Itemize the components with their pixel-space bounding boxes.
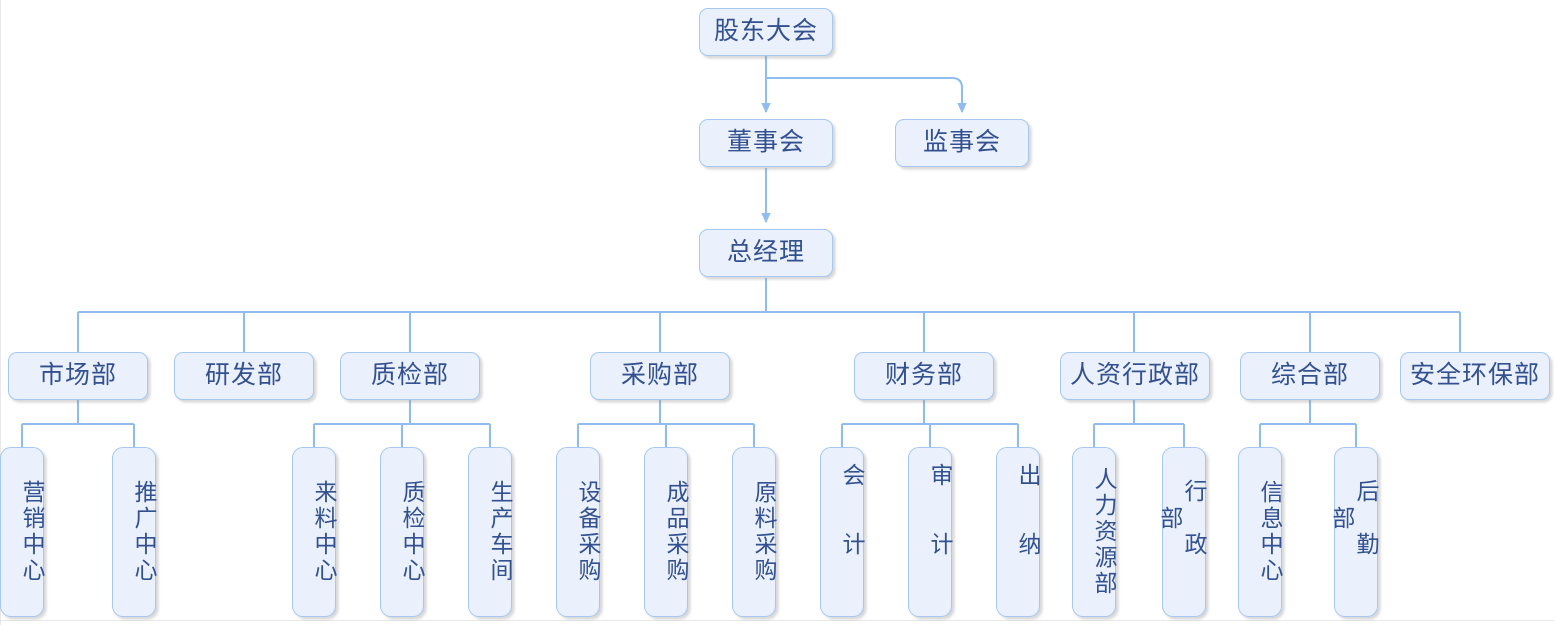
node-label: 质检部 [370,361,449,389]
node-dept-quality-control[interactable]: 质检部 [340,352,480,400]
node-label: 营销中心 [19,480,44,584]
page-border-left [0,0,1,625]
node-leaf-promotion-center[interactable]: 推广中心 [112,447,156,617]
node-leaf-quality-inspection-center[interactable]: 质检中心 [380,447,424,617]
node-dept-safety-environmental[interactable]: 安全环保部 [1400,352,1550,400]
node-leaf-production-workshop[interactable]: 生产车间 [468,447,512,617]
node-dept-market[interactable]: 市场部 [8,352,148,400]
node-label: 会计 [839,463,864,601]
node-leaf-accounting[interactable]: 会计 [820,447,864,617]
node-label: 监事会 [922,128,1001,156]
node-label: 财务部 [884,361,963,389]
node-label: 审计 [927,463,952,601]
node-leaf-incoming-material-center[interactable]: 来料中心 [292,447,336,617]
node-label: 来料中心 [311,480,336,584]
node-dept-purchasing[interactable]: 采购部 [590,352,730,400]
node-label: 人力资源部 [1091,467,1116,597]
node-board-of-directors[interactable]: 董事会 [699,119,833,167]
node-leaf-information-center[interactable]: 信息中心 [1238,447,1282,617]
node-general-manager[interactable]: 总经理 [699,229,833,277]
node-label: 市场部 [38,361,117,389]
node-label: 出纳 [1015,463,1040,601]
node-label: 质检中心 [399,480,424,584]
node-label: 安全环保部 [1409,361,1540,389]
node-label: 采购部 [620,361,699,389]
node-label: 股东大会 [713,17,818,45]
node-label: 原料采购 [751,480,776,584]
node-leaf-marketing-center[interactable]: 营销中心 [0,447,44,617]
node-leaf-equipment-purchasing[interactable]: 设备采购 [556,447,600,617]
node-label: 总经理 [726,238,805,266]
node-label: 行政部 [1156,479,1206,585]
page-border-bottom [0,620,1554,621]
node-label: 研发部 [204,361,283,389]
node-label: 信息中心 [1257,480,1282,584]
node-leaf-cashier[interactable]: 出纳 [996,447,1040,617]
node-leaf-human-resources-dept[interactable]: 人力资源部 [1072,447,1116,617]
node-dept-finance[interactable]: 财务部 [854,352,994,400]
node-label: 董事会 [726,128,805,156]
node-leaf-audit[interactable]: 审计 [908,447,952,617]
node-label: 人资行政部 [1069,361,1200,389]
node-leaf-raw-material-purchasing[interactable]: 原料采购 [732,447,776,617]
node-label: 推广中心 [131,480,156,584]
node-label: 生产车间 [487,480,512,584]
node-label: 后勤部 [1328,479,1378,585]
node-dept-general-affairs[interactable]: 综合部 [1240,352,1380,400]
node-leaf-logistics-dept[interactable]: 后勤部 [1329,447,1378,617]
node-shareholders-meeting[interactable]: 股东大会 [699,8,833,56]
node-leaf-finished-goods-purchasing[interactable]: 成品采购 [644,447,688,617]
node-board-of-supervisors[interactable]: 监事会 [895,119,1029,167]
node-leaf-administration-dept[interactable]: 行政部 [1157,447,1206,617]
node-label: 设备采购 [575,480,600,584]
node-label: 综合部 [1270,361,1349,389]
node-dept-hr-administration[interactable]: 人资行政部 [1060,352,1210,400]
node-dept-rnd[interactable]: 研发部 [174,352,314,400]
node-label: 成品采购 [663,480,688,584]
